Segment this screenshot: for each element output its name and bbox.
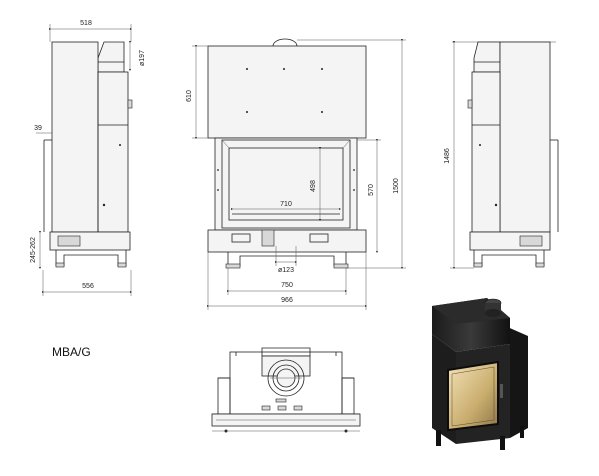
dim-total-height-side: 1486 [444,148,451,164]
model-label: MBA/G [52,345,91,359]
dim-body-height: 570 [368,184,375,196]
dim-flue-diameter: ø197 [139,50,146,66]
fireplace-render [432,298,528,450]
front-view: 610 710 498 570 1500 [186,38,406,310]
left-side-view: 518 ø197 39 245-262 556 [30,20,146,296]
dim-total-width: 966 [281,297,293,304]
dim-top-height: 610 [186,90,193,102]
right-side-view: 1486 [444,41,559,269]
top-view [211,347,361,433]
dim-opening-height: 498 [310,180,317,192]
dim-front-offset: 39 [34,125,42,132]
dim-side-depth: 518 [80,20,92,27]
dim-base-width: 750 [281,282,293,289]
dim-total-height-front: 1500 [393,178,400,194]
dim-side-base: 556 [82,283,94,290]
dim-bottom-height: 245-262 [30,237,37,263]
dim-opening-width: 710 [280,201,292,208]
dim-air-inlet: ø123 [278,267,294,274]
